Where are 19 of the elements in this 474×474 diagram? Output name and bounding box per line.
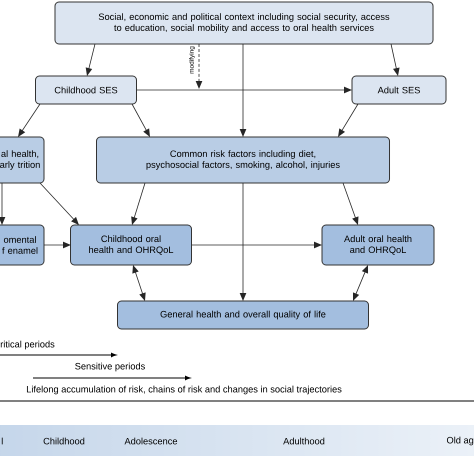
period-label: ritical periods: [0, 340, 54, 350]
process-box: Common risk factors including diet, psychosocial factors, smoking, alcohol, injuries: [96, 136, 390, 184]
process-box: Childhood SES: [35, 76, 137, 104]
timeline-label: Adolescence: [124, 438, 178, 444]
period-label: Lifelong accumulation of risk, chains of risk and changes in social trajectories: [26, 386, 342, 394]
arrow: [40, 182, 79, 225]
arrow: [18, 104, 40, 137]
process-box: omental f enamel: [0, 224, 44, 266]
timeline-label: Old ag: [446, 436, 474, 446]
process-box: al health, arly trition: [0, 136, 44, 184]
process-box: Adult oral health and OHRQoL: [322, 224, 434, 266]
timeline-label: Childhood: [44, 438, 84, 444]
timeline-label: l: [2, 438, 3, 444]
process-box: Childhood oral health and OHRQoL: [70, 224, 192, 266]
process-box: General health and overall quality of life: [117, 300, 369, 330]
context-box: Social, economic and political context including social security, access to education, social mobility and access to oral health services: [54, 2, 434, 44]
timeline-label: Adulthood: [283, 438, 324, 444]
process-box: Adult SES: [352, 76, 446, 104]
period-label: Sensitive periods: [75, 362, 145, 372]
